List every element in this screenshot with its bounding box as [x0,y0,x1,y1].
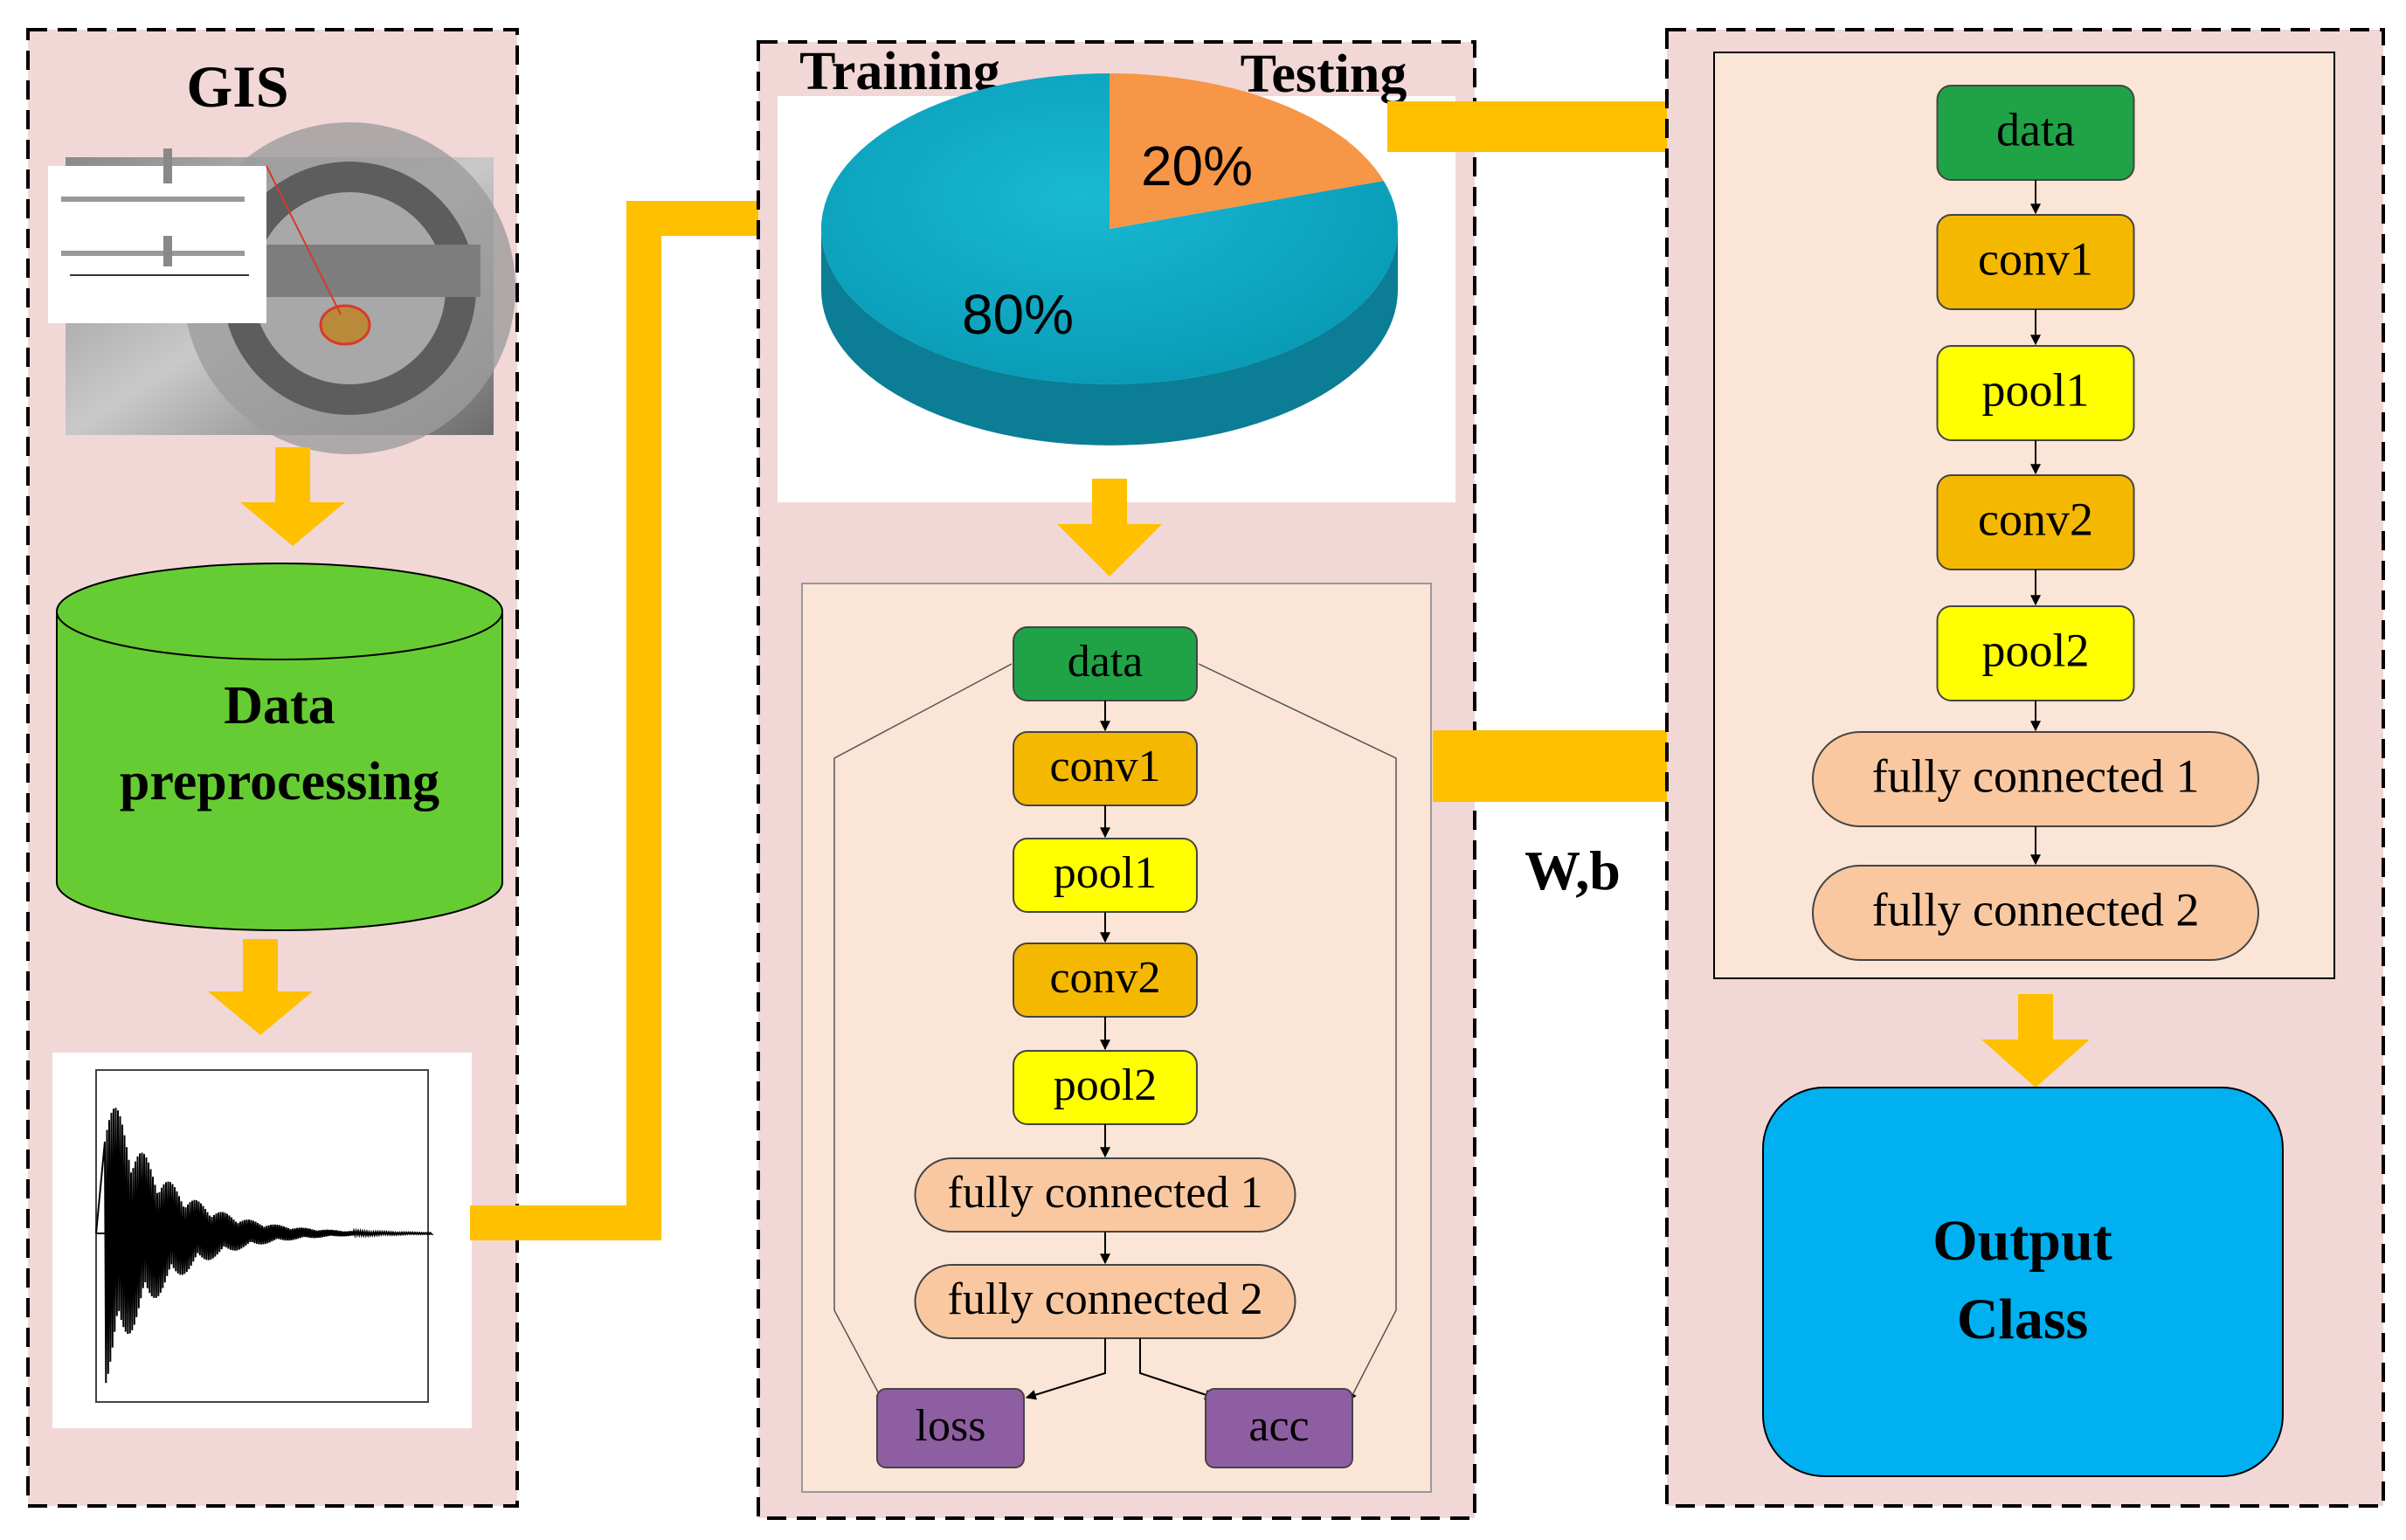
fc2-to-loss-arrow [1025,1338,1106,1400]
arrow-down-icon [240,447,345,546]
middle-panel: Training set Testing set 20% 80% datacon… [757,40,1476,1520]
data-to-acc-line [1198,663,1397,1401]
node-label-conv1: conv1 [1049,742,1160,791]
database-label-line1: Data [224,676,335,735]
testing-label-line1: Testing [1241,45,1407,104]
right-panel: data conv1 pool1 conv2 pool2 fully connected … [1665,28,2385,1508]
node-label-pool1: pool1 [1054,848,1157,898]
database-label-line2: preprocessing [120,752,439,811]
output-label-line2: Class [1957,1288,2088,1351]
arrow-down-icon [1981,994,2090,1088]
left-panel: GIS Data preprocessing [26,28,519,1508]
node-label-conv1: conv1 [1978,232,2093,285]
arrow-down-icon [1057,479,1162,577]
node-label-conv2: conv2 [1978,493,2093,545]
output-label-line1: Output [1932,1209,2112,1273]
database-cylinder: Data preprocessing [56,563,503,931]
pie-slice-training [820,73,1398,384]
node-label-loss: loss [916,1401,986,1451]
node-label-pool1: pool1 [1981,363,2089,416]
node-label-pool2: pool2 [1981,624,2089,676]
waveform-plot-thumbnail [52,1053,472,1428]
node-label-fully-connected-2: fully connected 2 [1872,883,2200,936]
arrow-weights-icon [1433,706,1712,826]
output-class-box [1762,1087,2284,1477]
arrow-down-icon [208,939,313,1035]
node-label-conv2: conv2 [1049,953,1160,1003]
node-label-data: data [1068,637,1144,687]
node-label-acc: acc [1248,1401,1309,1451]
pie-chart [820,73,1398,445]
training-label-line1: Training [799,42,1000,101]
pie-testing-pct: 20% [1141,135,1253,197]
fc2-to-acc-arrow [1139,1338,1216,1400]
pie-training-pct: 80% [962,283,1074,346]
node-acc [1205,1388,1353,1468]
node-fully-connected-2 [1812,865,2259,961]
pie-slice-testing [1110,73,1384,229]
node-label-fully-connected-2: fully connected 2 [948,1274,1263,1324]
data-to-loss-line [833,663,1013,1401]
training-network-box [801,583,1432,1493]
node-label-fully-connected-1: fully connected 1 [948,1168,1263,1218]
node-loss [876,1388,1025,1468]
pie-side [821,229,1398,445]
weights-label: W,b [1524,839,1621,901]
gis-title: GIS [186,53,288,120]
node-label-fully-connected-1: fully connected 1 [1872,749,2200,802]
node-label-data: data [1996,103,2075,155]
gis-chamber-photo [48,122,515,454]
training-network: data conv1 pool1 conv2 pool2 fully connected … [833,626,1397,1468]
testing-network: data conv1 pool1 conv2 pool2 fully connected … [1812,85,2259,961]
node-label-pool2: pool2 [1054,1060,1157,1110]
